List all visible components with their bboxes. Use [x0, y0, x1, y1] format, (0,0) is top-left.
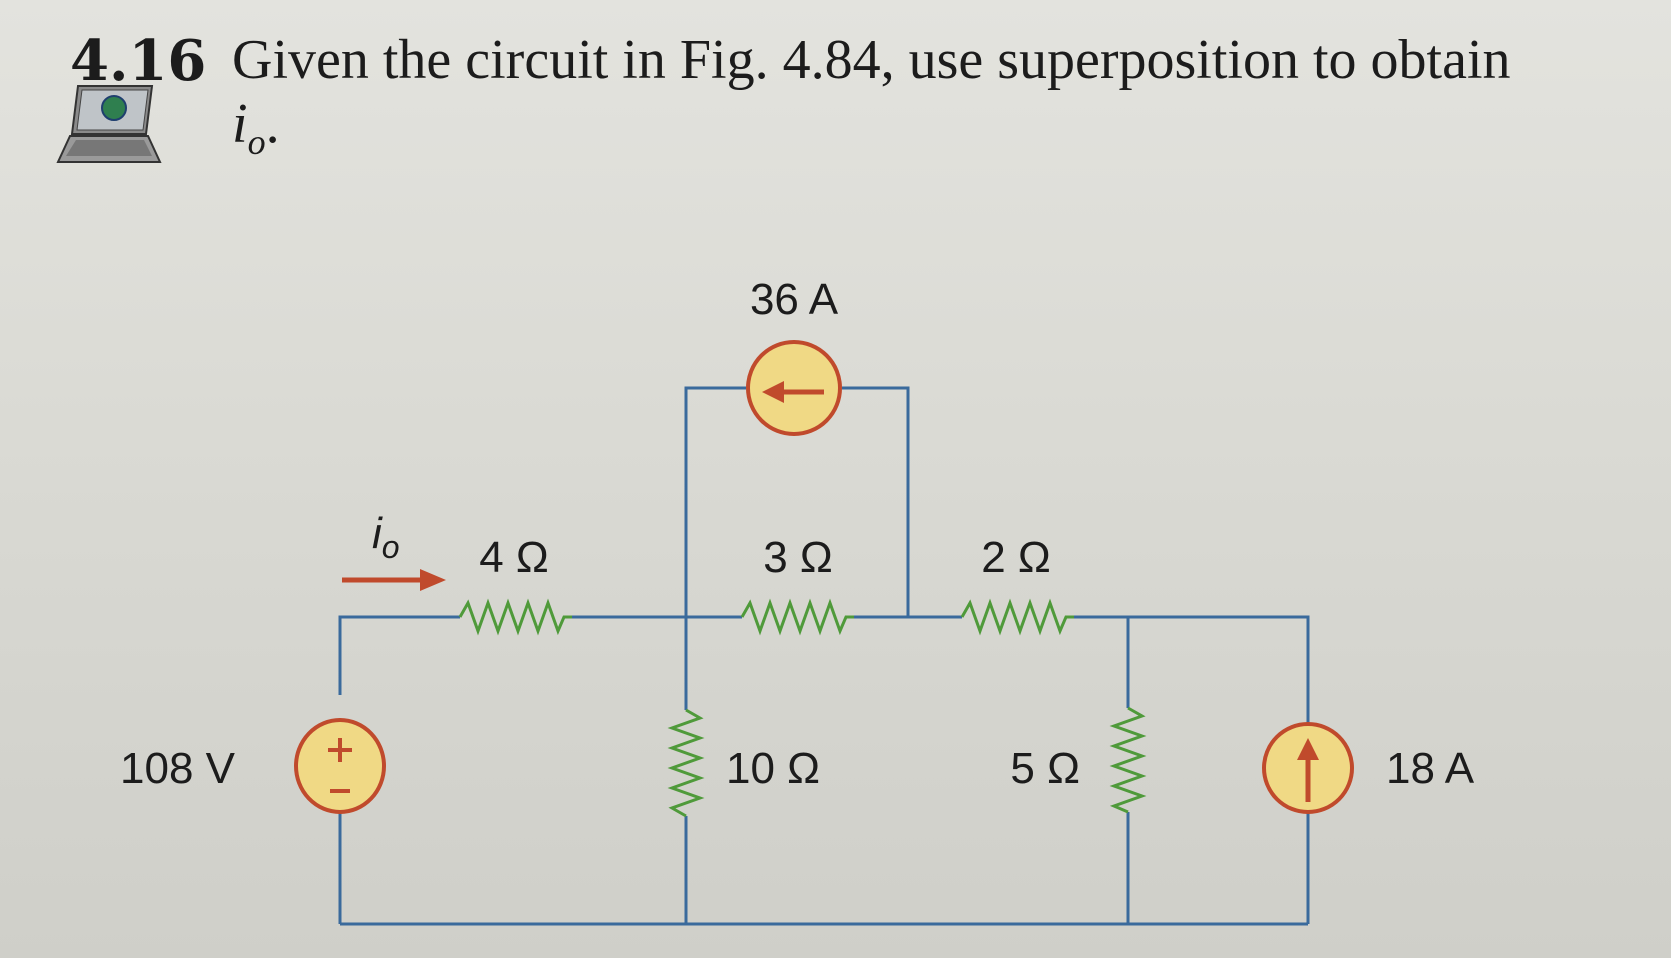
resistor-10-ohm — [667, 708, 705, 818]
wire-right-top — [1074, 615, 1310, 726]
resistor-2-ohm — [960, 598, 1074, 636]
wires — [338, 386, 1310, 926]
label-4-ohm: 4 Ω — [479, 533, 549, 582]
label-io: io — [372, 509, 400, 565]
label-18a: 18 A — [1386, 744, 1475, 793]
wire-loop-right — [842, 386, 910, 617]
label-2-ohm: 2 Ω — [981, 533, 1051, 582]
resistor-5-ohm — [1109, 706, 1147, 814]
wire-left-top — [338, 615, 460, 695]
resistors — [458, 598, 1147, 818]
resistor-4-ohm — [458, 598, 572, 636]
label-36a: 36 A — [750, 275, 839, 324]
current-source-18a — [1262, 722, 1354, 814]
problem-text-main: Given the circuit in Fig. 4.84, use supe… — [232, 29, 1511, 91]
problem-variable-subscript: o — [247, 122, 266, 163]
wire-loop-left — [684, 386, 746, 617]
problem-number: 4.16 — [70, 28, 207, 94]
problem-variable: i — [232, 93, 248, 155]
label-5-ohm: 5 Ω — [1010, 744, 1080, 793]
resistor-3-ohm — [740, 598, 854, 636]
label-108v: 108 V — [120, 744, 236, 793]
voltage-source-108v — [294, 718, 386, 814]
current-io-arrow — [342, 569, 446, 591]
label-3-ohm: 3 Ω — [763, 533, 833, 582]
laptop-icon — [56, 85, 162, 163]
problem-statement: Given the circuit in Fig. 4.84, use supe… — [232, 28, 1532, 174]
problem-text-end: . — [265, 93, 280, 155]
label-10-ohm: 10 Ω — [726, 744, 820, 793]
current-source-36a — [746, 340, 842, 436]
